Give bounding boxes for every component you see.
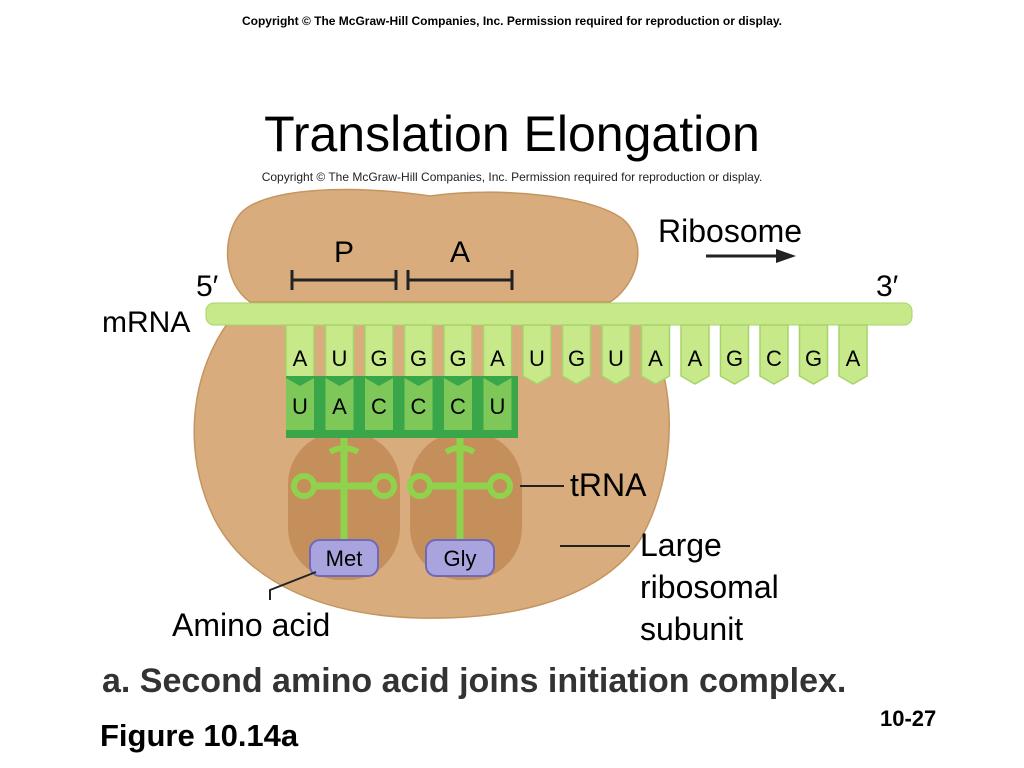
anticodon-base-shape	[404, 378, 433, 430]
trna-upper-loop	[328, 445, 360, 455]
trna-left-loop	[291, 473, 317, 499]
amino-acid-name: Gly	[444, 546, 477, 571]
anticodon-base-letter: C	[371, 394, 387, 419]
trna-right-loop	[371, 473, 397, 499]
codon-base-shape	[838, 324, 868, 385]
ribosome-label: Ribosome	[658, 213, 802, 249]
codon-base: G	[364, 324, 394, 385]
amino-acid-shape	[309, 539, 379, 577]
trna-label: tRNA	[570, 467, 647, 503]
anticodon-base-shape	[444, 378, 472, 430]
codon-base-letter: C	[766, 346, 782, 371]
anticodon-base-shape	[483, 378, 512, 430]
p-site-label: P	[334, 236, 354, 269]
figure-copyright-notice: Copyright © The McGraw-Hill Companies, I…	[261, 170, 763, 184]
amino-acid-leader-line	[269, 571, 317, 600]
codon-base: U	[324, 324, 355, 385]
anticodon-base-shape	[365, 378, 393, 430]
codon-base: A	[482, 324, 513, 385]
a-site-label: A	[450, 236, 470, 269]
trna-left-loop	[407, 473, 433, 499]
codon-base-letter: U	[332, 346, 348, 371]
trna-right-loop	[487, 473, 513, 499]
codon-base: G	[798, 324, 829, 385]
trna-upper-loop	[444, 445, 476, 455]
codon-base-letter: G	[805, 346, 822, 371]
figure-number: Figure 10.14a	[100, 718, 299, 753]
codon-base: U	[522, 324, 552, 385]
anticodon-base-letter: C	[411, 394, 427, 419]
codon-base-letter: G	[370, 346, 387, 371]
codon-base-shape	[601, 324, 631, 385]
codon-base-shape	[561, 324, 592, 385]
amino-acid-name: Met	[326, 546, 363, 571]
codon-base-letter: G	[449, 346, 466, 371]
codon-base-shape	[759, 324, 789, 385]
codon-base-letter: G	[726, 346, 743, 371]
codon-base: G	[443, 324, 473, 385]
page-number: 10-27	[880, 706, 937, 731]
mrna-label: mRNA	[102, 306, 190, 339]
codon-base: A	[838, 324, 868, 385]
slide-title: Translation Elongation	[264, 106, 760, 162]
mrna-strand	[205, 302, 913, 326]
codon-base: C	[759, 324, 789, 385]
codon-base: U	[601, 324, 631, 385]
codon-base-shape	[640, 324, 671, 385]
codon-base: A	[680, 324, 710, 385]
anticodon-base-shape	[325, 378, 354, 430]
large-subunit-label-line3: subunit	[640, 611, 743, 647]
codon-base-letter: A	[490, 346, 505, 371]
codon-base-shape	[522, 324, 552, 385]
codon-base-letter: U	[529, 346, 545, 371]
codon-base-letter: G	[568, 346, 585, 371]
codon-base-letter: U	[608, 346, 624, 371]
five-prime-label: 5′	[196, 270, 219, 303]
amino-acid-label: Amino acid	[172, 607, 330, 643]
ribosome-direction-arrow-icon	[706, 249, 796, 263]
three-prime-label: 3′	[876, 270, 899, 303]
codon-base-letter: A	[688, 346, 703, 371]
codon-base-shape	[719, 324, 750, 385]
anticodon-base-letter: C	[450, 394, 466, 419]
p-site-bracket	[290, 270, 398, 290]
codon-base-letter: A	[846, 346, 861, 371]
small-ribosomal-subunit	[226, 188, 639, 303]
figure-caption: a. Second amino acid joins initiation co…	[102, 662, 846, 700]
codon-base: G	[561, 324, 592, 385]
codon-base: A	[285, 324, 315, 385]
codon-base-shape	[680, 324, 710, 385]
anticodon-base-letter: U	[490, 394, 506, 419]
codon-base: G	[403, 324, 434, 385]
codon-base-shape	[798, 324, 829, 385]
codon-base: A	[640, 324, 671, 385]
anticodon-base-shape	[286, 378, 314, 430]
a-site-bracket	[406, 270, 514, 290]
codon-base-letter: A	[648, 346, 663, 371]
amino-acid-shape	[425, 539, 495, 577]
copyright-notice: Copyright © The McGraw-Hill Companies, I…	[241, 14, 783, 28]
codon-base: G	[719, 324, 750, 385]
codon-base-letter: G	[410, 346, 427, 371]
anticodon-base-letter: A	[332, 394, 347, 419]
anticodon-base-letter: U	[292, 394, 308, 419]
large-subunit-label-line2: ribosomal	[640, 569, 779, 605]
codon-base-letter: A	[293, 346, 308, 371]
large-subunit-label-line1: Large	[640, 527, 722, 563]
